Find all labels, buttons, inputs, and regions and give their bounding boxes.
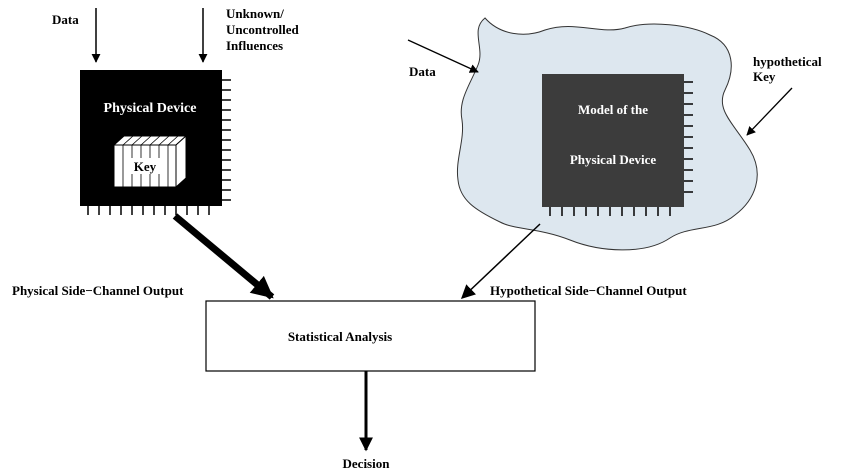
decision-label: Decision [343, 456, 391, 471]
data-right-label: Data [409, 64, 436, 79]
data-top-label: Data [52, 12, 79, 27]
hypothetical-output-arrow [460, 223, 541, 299]
hyp-key-label-line1: hypothetical [753, 54, 822, 69]
model-device-block: Model of the Physical Device [542, 74, 693, 216]
physical-output-label: Physical Side−Channel Output [12, 283, 184, 298]
statistical-analysis-label: Statistical Analysis [288, 329, 392, 344]
unknown-label-line2: Uncontrolled [226, 22, 299, 37]
physical-device-bottom-pins [87, 206, 210, 215]
model-label-line2: Physical Device [570, 152, 657, 167]
physical-device-label: Physical Device [104, 101, 197, 116]
unknown-label-line3: Influences [226, 38, 283, 53]
unknown-label-line1: Unknown/ [226, 6, 284, 21]
model-data-arrow [407, 39, 479, 73]
key-label: Key [134, 159, 157, 174]
model-device-side-pins [684, 81, 693, 193]
model-label-line1: Model of the [578, 102, 648, 117]
hypothetical-output-label: Hypothetical Side−Channel Output [490, 283, 687, 298]
key-box: Key [112, 134, 188, 189]
hypothetical-key-arrow [746, 87, 793, 136]
hyp-key-label-line2: Key [753, 69, 776, 84]
physical-device-side-pins [222, 79, 231, 201]
statistical-analysis-box [205, 300, 536, 372]
physical-output-arrow [172, 213, 275, 300]
model-device-bottom-pins [549, 207, 671, 216]
